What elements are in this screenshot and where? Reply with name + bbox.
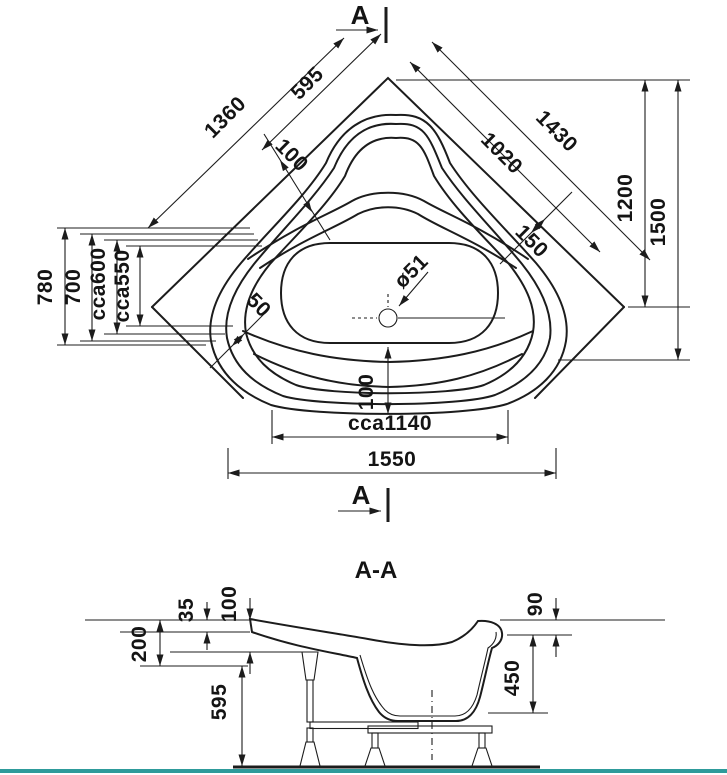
dim-780: 780 (34, 269, 57, 306)
dim-gap-right: 150 (499, 191, 573, 265)
dim-100-front: 100 (355, 374, 378, 411)
dim-100-section: 100 (218, 586, 241, 623)
basin-back-edge-2 (259, 206, 517, 269)
plan-view: A ø51 (34, 0, 690, 522)
dim-700: 700 (62, 269, 85, 306)
dim-cca550: cca550 (111, 249, 134, 322)
dim-1500: 1500 (647, 198, 670, 247)
dim-1550: 1550 (368, 448, 417, 471)
dim-200: 200 (128, 626, 151, 663)
basin-floor (279, 242, 500, 344)
section-title: A-A (355, 557, 398, 584)
dim-left-wall: 1360 595 100 (147, 33, 382, 241)
section-cut-marker-top: A (336, 0, 388, 43)
dim-35: 35 (175, 598, 198, 622)
dim-1200: 1200 (614, 174, 637, 223)
drain: ø51 (352, 250, 505, 328)
dim-drain-diameter: ø51 (390, 250, 433, 293)
dim-595: 595 (286, 62, 328, 104)
dim-right-verticals: 1200 1500 (396, 79, 690, 361)
section-cut-marker-bottom: A (338, 480, 390, 522)
dim-150: 150 (511, 220, 553, 262)
dim-left-verticals: 780 700 cca600 cca550 (34, 227, 262, 346)
dim-cca1140: cca1140 (348, 412, 432, 435)
section-marker-bottom-label: A (352, 480, 371, 510)
dim-100-upper-left: 100 (271, 134, 313, 176)
tub-section-profile (248, 617, 504, 760)
section-view: A-A 35 (85, 557, 665, 769)
support-frame (233, 651, 540, 769)
section-marker-top-label: A (351, 0, 370, 30)
dim-gap-lower-left: 50 (209, 289, 275, 369)
dim-90: 90 (524, 592, 547, 616)
dim-50: 50 (242, 289, 275, 322)
dim-595: 595 (208, 684, 231, 721)
dim-cca600: cca600 (87, 247, 110, 320)
dim-450: 450 (501, 660, 524, 697)
tub-inner-rim (244, 136, 535, 395)
dim-section-right: 90 450 (501, 592, 560, 713)
dim-section-left: 35 100 200 595 (128, 586, 254, 766)
dim-front: 100 cca1140 1550 (227, 347, 557, 479)
